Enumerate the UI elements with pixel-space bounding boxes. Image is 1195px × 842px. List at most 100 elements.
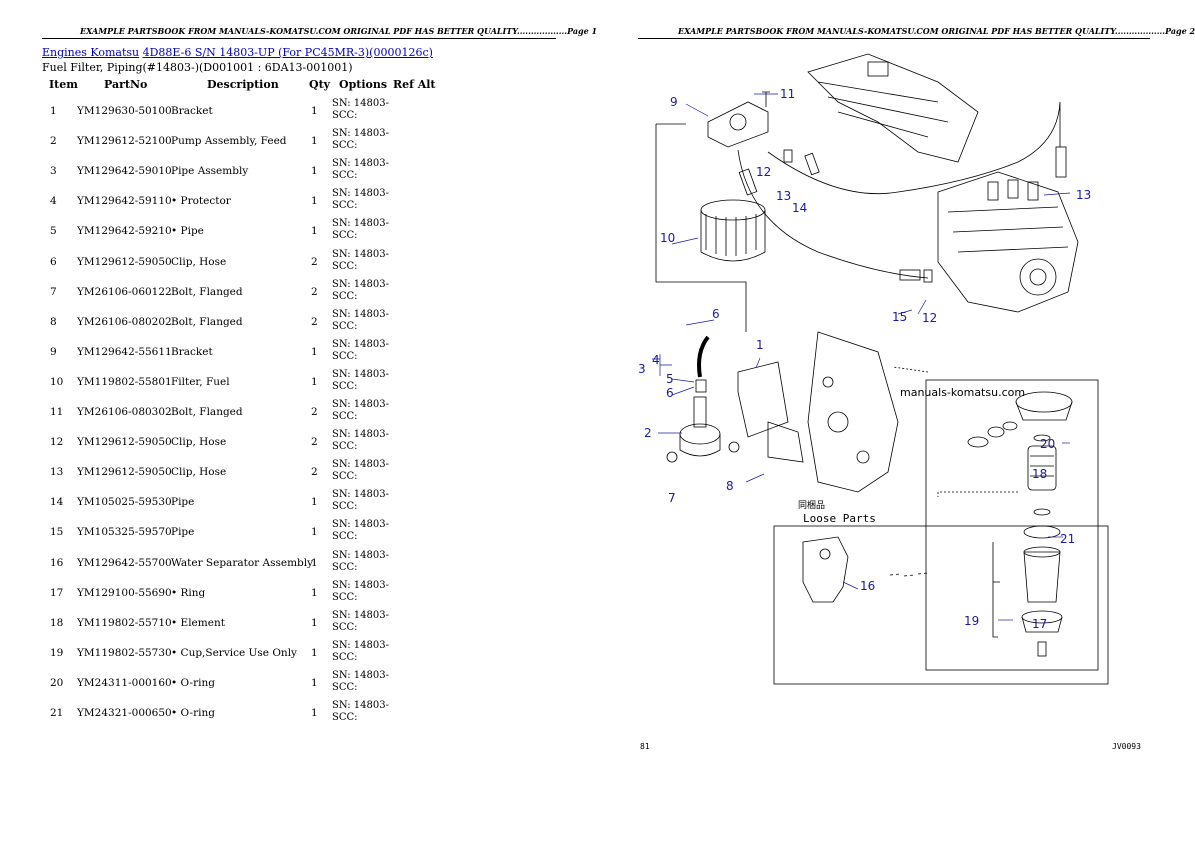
row-item: 6	[50, 255, 57, 268]
row-description: • Protector	[171, 195, 231, 208]
row-qty: 2	[311, 466, 318, 479]
callout-label: 15	[892, 310, 907, 324]
row-partno: YM129612-59050	[77, 436, 172, 449]
breadcrumb-link-engines[interactable]: Engines Komatsu	[42, 46, 140, 59]
row-options: SN: 14803-SCC:	[332, 549, 389, 573]
row-item: 1	[50, 105, 57, 117]
row-qty: 2	[311, 285, 318, 298]
row-item: 12	[50, 436, 64, 449]
row-description: • Ring	[171, 586, 206, 599]
row-item: 14	[50, 496, 64, 509]
callout-label: 1	[756, 338, 764, 352]
row-options: SN: 14803-SCC:	[332, 669, 389, 693]
row-options: SN: 14803-SCC:	[332, 188, 389, 212]
callout-label: 20	[1040, 437, 1055, 451]
callout-label: 12	[922, 311, 937, 325]
callout-label: 16	[860, 579, 875, 593]
row-item: 3	[50, 165, 57, 178]
row-item: 4	[50, 195, 57, 208]
row-item: 5	[50, 225, 57, 238]
header-rule-left	[42, 38, 556, 39]
row-options: SN: 14803-SCC:	[332, 218, 389, 242]
breadcrumb-link-model[interactable]: 4D88E-6 S/N 14803-UP (For PC45MR-3)(0000…	[142, 46, 433, 59]
callout-label: 6	[666, 386, 674, 400]
row-description: • Pipe	[171, 225, 204, 238]
row-partno: YM129100-55690	[77, 586, 172, 599]
callout-label: 18	[1032, 467, 1047, 481]
row-qty: 1	[311, 676, 318, 689]
row-qty: 1	[311, 135, 318, 148]
row-item: 11	[50, 406, 64, 418]
callout-label: 8	[726, 479, 734, 493]
row-item: 20	[50, 676, 64, 689]
row-partno: YM24321-000650	[77, 707, 172, 719]
row-description: Clip, Hose	[171, 466, 227, 479]
row-partno: YM129642-55700	[77, 556, 172, 569]
row-options: SN: 14803-SCC:	[332, 489, 389, 513]
row-options: SN: 14803-SCC:	[332, 639, 389, 663]
row-partno: YM26106-080202	[77, 315, 172, 328]
row-qty: 1	[311, 345, 318, 358]
row-item: 9	[50, 345, 57, 358]
callout-label: 14	[792, 201, 807, 215]
callout-label: 19	[964, 614, 979, 628]
row-partno: YM129612-59050	[77, 466, 172, 479]
row-partno: YM24311-000160	[77, 676, 172, 689]
row-options: SN: 14803-SCC:	[332, 459, 389, 483]
row-partno: YM26106-080302	[77, 406, 172, 418]
header-rule-right	[638, 38, 1150, 39]
row-description: Pipe	[171, 496, 195, 509]
callout-label: 13	[776, 189, 791, 203]
row-partno: YM129642-59210	[77, 225, 172, 238]
row-description: • O-ring	[171, 707, 215, 719]
row-partno: YM105025-59530	[77, 496, 172, 509]
callout-label: 4	[652, 353, 660, 367]
row-qty: 1	[311, 586, 318, 599]
row-description: Pump Assembly, Feed	[171, 135, 287, 148]
row-qty: 1	[311, 375, 318, 388]
row-item: 17	[50, 586, 64, 599]
col-header-refalt: Ref Alt	[393, 78, 436, 91]
row-item: 10	[50, 375, 64, 388]
row-description: Bracket	[171, 105, 213, 117]
row-partno: YM119802-55730	[77, 646, 172, 659]
callout-label: 12	[756, 165, 771, 179]
row-description: Bolt, Flanged	[171, 315, 243, 328]
row-partno: YM129642-55611	[77, 345, 172, 358]
row-qty: 1	[311, 556, 318, 569]
callout-label: 21	[1060, 532, 1075, 546]
row-options: SN: 14803-SCC:	[332, 368, 389, 392]
page-header-left: EXAMPLE PARTSBOOK FROM MANUALS-KOMATSU.C…	[80, 26, 598, 36]
row-options: SN: 14803-SCC:	[332, 338, 389, 362]
row-item: 16	[50, 556, 64, 569]
page-header-right: EXAMPLE PARTSBOOK FROM MANUALS-KOMATSU.C…	[678, 26, 1195, 36]
row-partno: YM129612-59050	[77, 255, 172, 268]
row-qty: 2	[311, 436, 318, 449]
page-title: Fuel Filter, Piping(#14803-)(D001001 : 6…	[42, 61, 353, 74]
row-qty: 1	[311, 616, 318, 629]
callout-label: 5	[666, 372, 674, 386]
row-qty: 1	[311, 646, 318, 659]
row-qty: 2	[311, 406, 318, 418]
row-qty: 1	[311, 105, 318, 117]
footer-left: 81	[640, 742, 650, 751]
row-options: SN: 14803-SCC:	[332, 158, 389, 182]
row-qty: 1	[311, 195, 318, 208]
row-qty: 1	[311, 496, 318, 509]
row-options: SN: 14803-SCC:	[332, 399, 389, 422]
row-description: Clip, Hose	[171, 436, 227, 449]
col-header-qty: Qty	[309, 78, 331, 91]
